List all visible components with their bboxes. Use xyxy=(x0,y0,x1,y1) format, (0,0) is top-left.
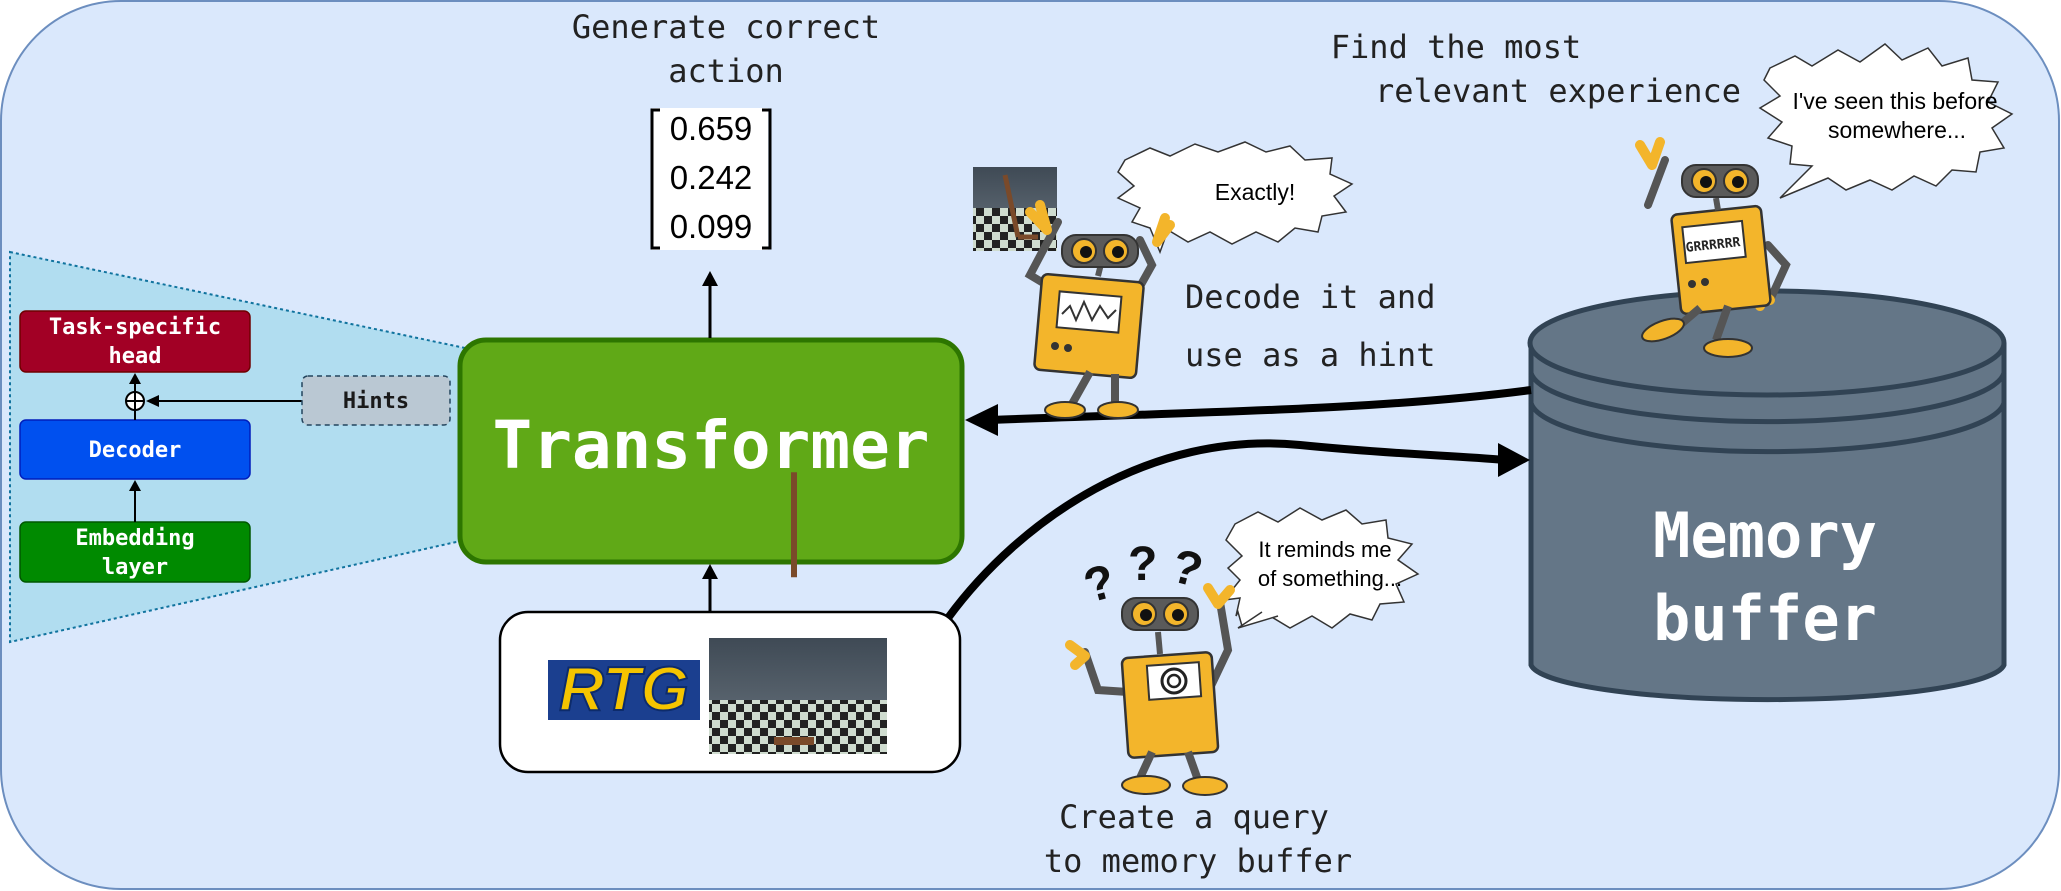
memory-buffer-label-line2: buffer xyxy=(1653,582,1877,655)
robot-eyes-icon xyxy=(1061,234,1139,268)
task-specific-head-label-line2: head xyxy=(109,344,162,369)
arrow-to-action xyxy=(702,271,718,338)
bubble-text-reminds-line2: of something... xyxy=(1258,566,1402,591)
action-vector: 0.659 0.242 0.099 xyxy=(650,108,772,250)
robot-eyes-icon xyxy=(1121,597,1199,631)
task-specific-head-box: Task-specific head xyxy=(19,310,251,373)
memory-buffer-cylinder: Memory buffer xyxy=(1527,288,2007,703)
embedding-layer-box: Embedding layer xyxy=(19,521,251,583)
robot-searching: GRRRRRR xyxy=(1635,137,1791,358)
speech-bubble-exactly: Exactly! xyxy=(1116,141,1354,255)
transformer-label: Transformer xyxy=(492,407,929,484)
create-query-caption: Create a query xyxy=(1059,798,1329,836)
action-value: 0.659 xyxy=(670,110,753,147)
decoder-label: Decoder xyxy=(89,438,182,463)
speech-bubble-reminds: It reminds me of something... xyxy=(1222,507,1420,629)
left-stack-arrows xyxy=(129,373,302,522)
speech-bubble-seen-before: I've seen this before somewhere... xyxy=(1758,43,2014,199)
decode-hint-caption-line2: use as a hint xyxy=(1185,336,1435,374)
robot-eyes-icon xyxy=(1681,164,1759,198)
find-experience-caption: Find the most xyxy=(1331,28,1581,66)
task-specific-head-label: Task-specific xyxy=(49,315,221,340)
hints-label: Hints xyxy=(343,389,409,414)
rtg-logo: RTG xyxy=(548,654,700,725)
query-arrow xyxy=(944,439,1530,621)
bubble-text-seen-before-line2: somewhere... xyxy=(1828,117,1966,143)
generate-action-caption-line2: action xyxy=(668,52,784,90)
find-experience-caption-line2: relevant experience xyxy=(1375,72,1741,110)
bubble-text-reminds: It reminds me xyxy=(1258,537,1391,562)
create-query-caption-line2: to memory buffer xyxy=(1044,842,1352,880)
action-value: 0.099 xyxy=(670,208,753,245)
svg-text:?: ? xyxy=(1128,538,1157,591)
arrow-input-to-transformer xyxy=(702,564,718,612)
decoder-box: Decoder xyxy=(19,419,251,480)
embedding-layer-label-line2: layer xyxy=(102,555,168,580)
embedding-layer-label: Embedding xyxy=(75,526,194,551)
memory-buffer-label: Memory xyxy=(1653,499,1877,572)
bubble-text-exactly: Exactly! xyxy=(1215,179,1296,205)
robot-screen-text: GRRRRRR xyxy=(1685,235,1741,256)
robot-decoding xyxy=(1024,200,1175,419)
hints-box: Hints xyxy=(301,375,451,426)
decode-hint-caption: Decode it and xyxy=(1185,278,1435,316)
generate-action-caption: Generate correct xyxy=(572,8,880,46)
bubble-text-seen-before: I've seen this before xyxy=(1792,88,1997,114)
action-value: 0.242 xyxy=(670,159,753,196)
combine-plus-icon xyxy=(125,391,145,411)
environment-frame-image xyxy=(709,472,887,754)
rtg-logo-text: RTG xyxy=(559,655,689,724)
transformer-box: Transformer xyxy=(457,337,965,565)
